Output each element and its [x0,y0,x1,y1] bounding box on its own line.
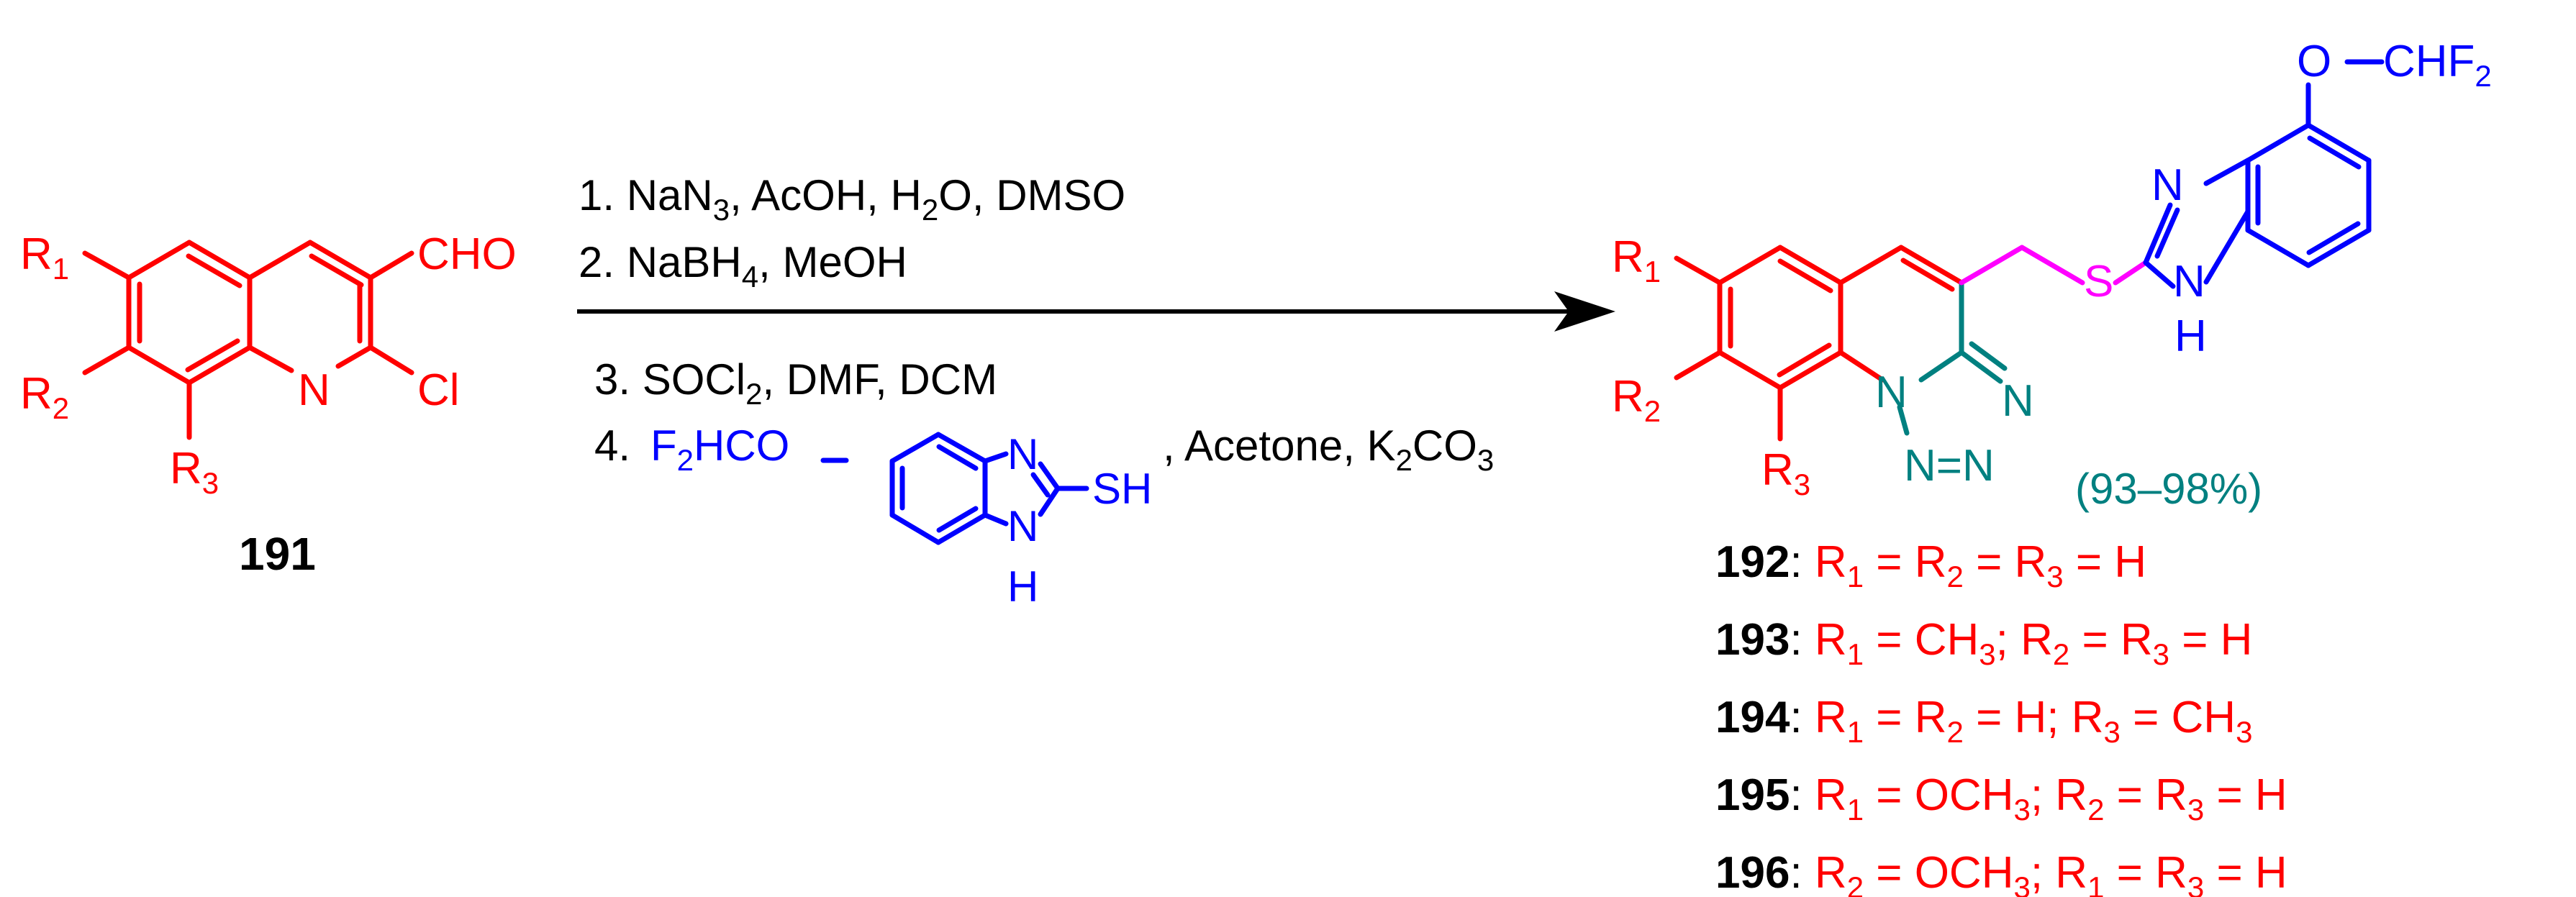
condition-step-4-prefix: 4. [594,422,630,470]
reactant-chloro: Cl [417,365,460,415]
reagent-imidazole-nh-h: H [1007,563,1038,611]
reaction-arrow [577,291,1615,332]
reactant-r1: R1 [20,229,69,286]
condition-step-3: 3. SOCl2, DMF, DCM [594,355,997,411]
product-r3: R3 [1761,445,1810,501]
reagent-imidazole-n: N [1007,430,1038,478]
reagent-benzimidazole-thiol [820,432,1089,545]
compound-list: 192: R1 = R2 = R3 = H 193: R1 = CH3; R2 =… [1715,537,2287,897]
compound-entry-192: 192: R1 = R2 = R3 = H [1715,537,2146,593]
reagent-thiol: SH [1092,465,1152,513]
condition-step-4-suffix: , Acetone, K2CO3 [1163,422,1494,477]
compound-entry-196: 196: R2 = OCH3; R1 = R3 = H [1715,848,2287,897]
product-difluoromethyl: CHF2 [2383,37,2492,93]
condition-step-1: 1. NaN3, AcOH, H2O, DMSO [579,171,1125,227]
product-labels: R1 R2 R3 N N N=N S N N H O CHF2 (93–98%) [1612,37,2492,513]
product-r1: R1 [1612,232,1661,288]
product-linker [1959,245,2149,286]
reactant-compound-number: 191 [239,528,316,580]
reactant-r2: R2 [20,369,69,425]
compound-id: 192 [1715,537,1790,587]
reagent-imidazole-nh-n: N [1007,502,1038,550]
reaction-conditions: 1. NaN3, AcOH, H2O, DMSO 2. NaBH4, MeOH … [579,171,1494,477]
product-tetrazole-n-bottom: N=N [1904,441,1995,491]
reactant-ring-nitrogen: N [298,365,330,415]
reactant-aldehyde: CHO [417,229,517,279]
reactant-labels: R1 R2 R3 CHO N Cl [20,229,517,500]
product-sulfur: S [2084,257,2113,306]
product-tetrazole [1897,280,2008,436]
compound-entry-193: 193: R1 = CH3; R2 = R3 = H [1715,615,2252,671]
product-imidazole-nh-h: H [2174,311,2207,361]
product-tetrazole-n1: N [1875,368,1908,417]
product-imidazole-n: N [2151,160,2184,210]
reactant-r3: R3 [170,444,219,500]
product-yield: (93–98%) [2075,465,2262,513]
product-quinoline [1674,245,1964,442]
compound-entry-195: 195: R1 = OCH3; R2 = R3 = H [1715,770,2287,827]
compound-entry-194: 194: R1 = R2 = H; R3 = CH3 [1715,693,2252,749]
compound-id: 194 [1715,693,1790,742]
reagent-labels: F2HCO N SH N H [650,422,1152,611]
compound-id: 193 [1715,615,1790,665]
compound-id: 196 [1715,848,1790,897]
product-ether-oxygen: O [2297,37,2331,86]
product-imidazole-nh-n: N [2173,257,2205,306]
product-benzimidazole [2143,59,2385,289]
reagent-difluoromethoxy: F2HCO [650,422,789,477]
reactant-quinoline [82,240,414,440]
product-tetrazole-n-right: N [2002,376,2034,426]
product-r2: R2 [1612,372,1661,428]
compound-id: 195 [1715,770,1790,820]
condition-step-2: 2. NaBH4, MeOH [579,238,907,293]
